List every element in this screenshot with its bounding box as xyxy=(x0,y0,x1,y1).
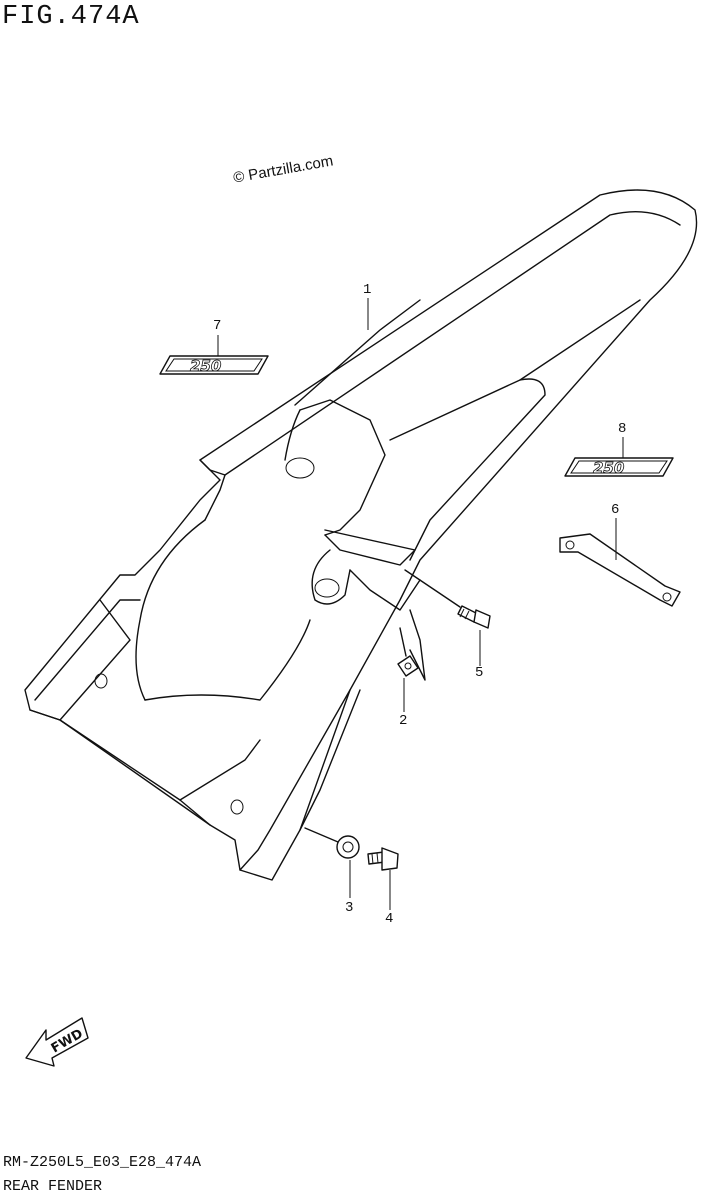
emblem-8-text: 250 xyxy=(593,459,624,477)
emblem-7-text: 250 xyxy=(190,357,221,375)
callout-6[interactable]: 6 xyxy=(611,502,620,518)
callout-1[interactable]: 1 xyxy=(363,282,372,298)
callout-3[interactable]: 3 xyxy=(345,900,354,916)
diagram-code: RM-Z250L5_E03_E28_474A xyxy=(3,1154,202,1171)
callout-5[interactable]: 5 xyxy=(475,665,484,681)
bolt-4-drawing[interactable] xyxy=(367,847,399,871)
diagram-name: REAR FENDER xyxy=(3,1178,103,1195)
washer-3-drawing[interactable] xyxy=(304,827,360,859)
strap-6-drawing[interactable] xyxy=(559,533,681,607)
callout-7[interactable]: 7 xyxy=(213,318,222,334)
clip-nut-2-drawing[interactable] xyxy=(397,627,419,677)
rear-fender-drawing[interactable] xyxy=(24,189,698,881)
callout-8[interactable]: 8 xyxy=(618,421,627,437)
emblem-7-drawing[interactable]: 250 xyxy=(159,355,269,375)
bolt-5-drawing[interactable] xyxy=(404,569,491,629)
callout-2[interactable]: 2 xyxy=(399,713,408,729)
emblem-8-drawing[interactable]: 250 xyxy=(564,457,674,477)
callout-4[interactable]: 4 xyxy=(385,911,394,927)
fwd-arrow-icon: FWD xyxy=(25,1017,89,1067)
figure-title: FIG.474A xyxy=(2,2,140,32)
